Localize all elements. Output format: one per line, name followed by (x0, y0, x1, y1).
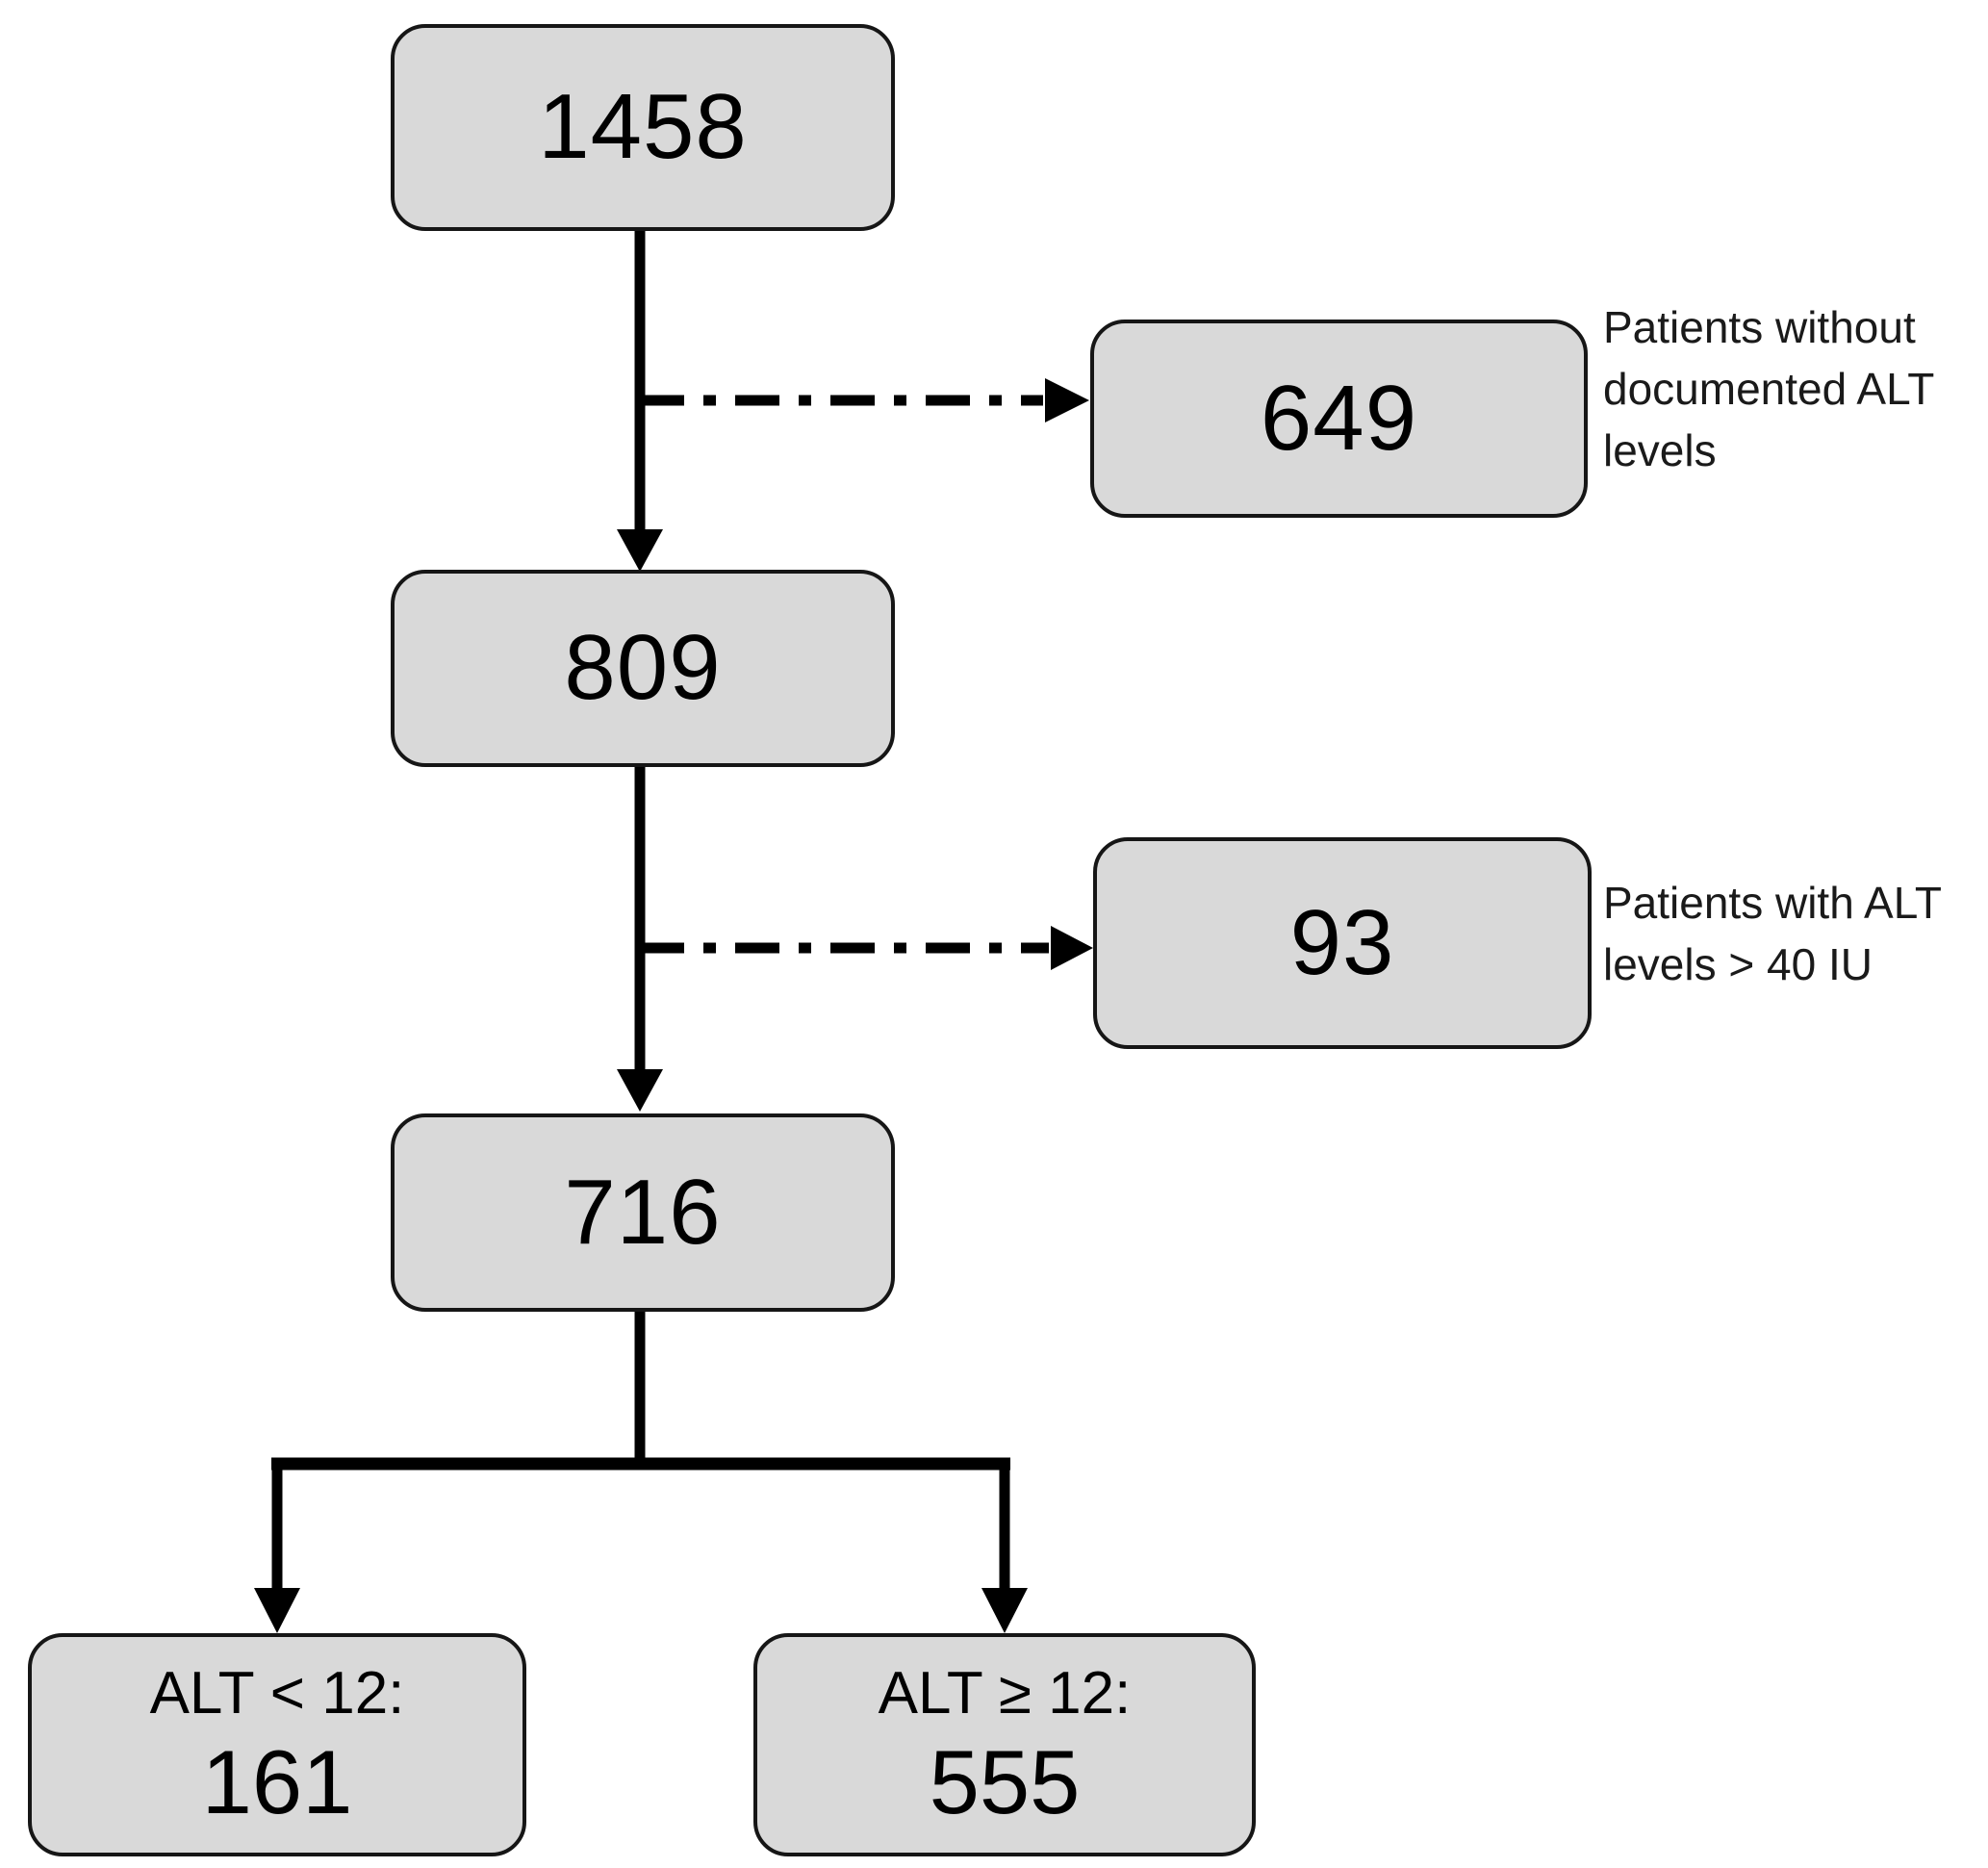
node-alt-ge-12-label: ALT ≥ 12: (878, 1659, 1132, 1727)
note-line: Patients without (1603, 302, 1916, 352)
node-high-alt-value: 93 (1289, 890, 1395, 994)
node-documented-value: 809 (564, 616, 722, 720)
node-alt-ge-12: ALT ≥ 12: 555 (753, 1633, 1256, 1856)
node-alt-ge-12-value: 555 (929, 1730, 1081, 1832)
node-total-patients: 1458 (391, 24, 895, 231)
node-included-patients: 716 (391, 1113, 895, 1312)
edge-branch-altge12-arrowhead-icon (981, 1588, 1028, 1633)
node-alt-lt-12-label: ALT < 12: (149, 1659, 405, 1727)
edge-no-alt-arrowhead-icon (1045, 378, 1089, 422)
node-total-value: 1458 (538, 75, 748, 179)
edge-documented-included-arrowhead-icon (617, 1069, 663, 1112)
note-excluded-high-alt: Patients with ALT levels > 40 IU (1603, 872, 1942, 995)
note-line: Patients with ALT (1603, 878, 1942, 928)
edge-high-alt-arrowhead-icon (1051, 926, 1093, 970)
node-excluded-high-alt: 93 (1093, 837, 1592, 1049)
node-no-alt-value: 649 (1260, 366, 1418, 470)
node-alt-lt-12: ALT < 12: 161 (28, 1633, 526, 1856)
note-line: documented ALT (1603, 364, 1935, 414)
edge-total-documented-arrowhead-icon (617, 529, 663, 572)
node-included-value: 716 (564, 1160, 722, 1264)
note-line: levels (1603, 425, 1717, 475)
note-excluded-no-alt: Patients without documented ALT levels (1603, 296, 1934, 481)
node-excluded-no-alt: 649 (1090, 320, 1588, 518)
node-documented-alt: 809 (391, 570, 895, 767)
edge-branch-altlt12-arrowhead-icon (254, 1588, 300, 1633)
node-alt-lt-12-value: 161 (201, 1730, 353, 1832)
note-line: levels > 40 IU (1603, 939, 1873, 989)
